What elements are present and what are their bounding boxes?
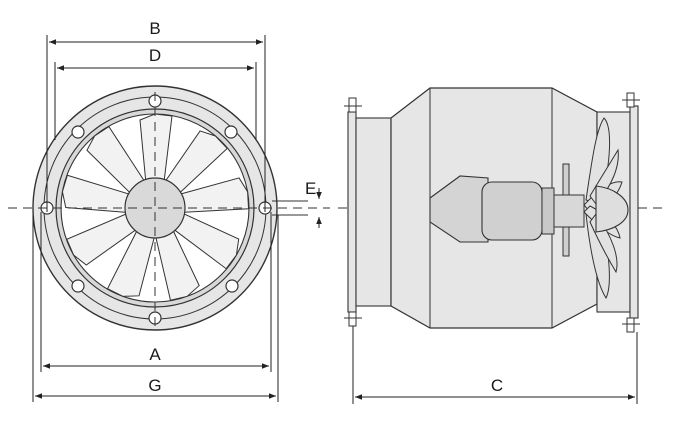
front-dimensions: [32, 35, 322, 402]
bolt-hole-tr: [224, 125, 238, 139]
motor-body: [481, 181, 543, 241]
dim-label-e: E: [305, 179, 316, 198]
flange-bolts: [344, 92, 640, 333]
front-view: [8, 85, 330, 331]
motor-bracket: [429, 175, 489, 243]
side-dimensions: [352, 326, 638, 404]
bolt-hole-tl: [71, 125, 85, 139]
right-flange: [629, 105, 639, 319]
bolt-hole-br: [225, 279, 239, 293]
dim-label-a: A: [149, 345, 161, 364]
dim-label-g: G: [148, 376, 161, 395]
bolt-hole-bl: [71, 279, 85, 293]
left-flange: [347, 111, 357, 313]
shaft-collar: [553, 194, 585, 228]
side-view: [338, 87, 664, 333]
impeller-blades: [61, 113, 250, 301]
motor-endcap: [541, 187, 555, 235]
left-flange-ring: [355, 117, 392, 307]
nose-cone: [595, 185, 629, 233]
dim-label-b: B: [149, 19, 160, 38]
dim-label-d: D: [149, 46, 161, 65]
impeller-hub: [124, 177, 186, 239]
dim-label-c: C: [491, 376, 503, 395]
